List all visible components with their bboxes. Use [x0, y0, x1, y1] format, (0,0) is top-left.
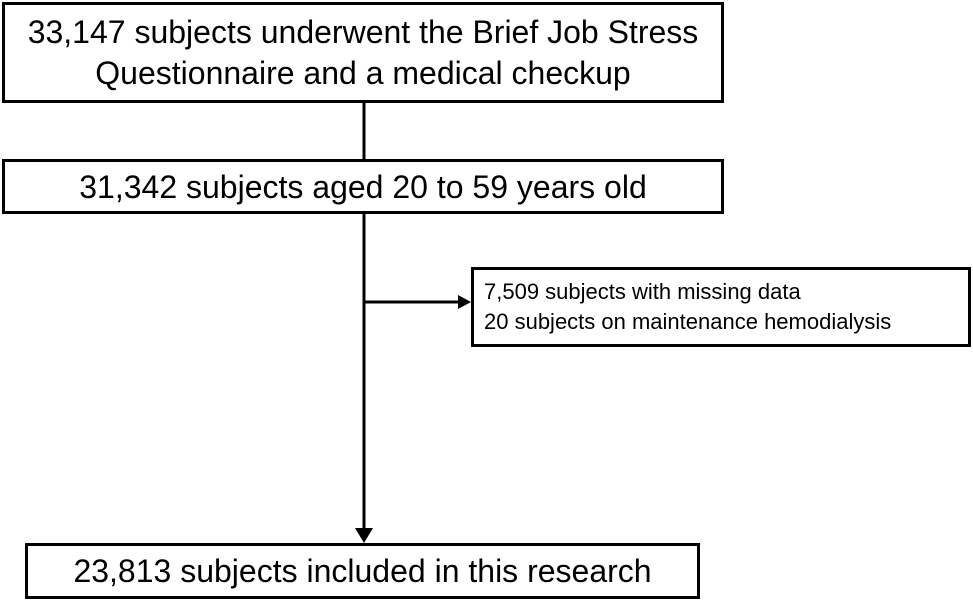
arrow-right-to-excluded-icon: [458, 295, 471, 309]
start-box-line-1: 33,147 subjects underwent the Brief Job …: [27, 13, 699, 50]
start-box-line-2: Questionnaire and a medical checkup: [95, 54, 631, 91]
excluded-box: 7,509 subjects with missing data 20 subj…: [471, 267, 971, 347]
start-box: 33,147 subjects underwent the Brief Job …: [2, 2, 724, 103]
age-filter-box-text: 31,342 subjects aged 20 to 59 years old: [79, 168, 647, 205]
age-filter-box: 31,342 subjects aged 20 to 59 years old: [2, 159, 724, 214]
final-box: 23,813 subjects included in this researc…: [25, 543, 700, 599]
excluded-box-line-1: 7,509 subjects with missing data: [484, 279, 801, 304]
arrow-down-to-final-icon: [355, 528, 373, 543]
final-box-text: 23,813 subjects included in this researc…: [73, 553, 652, 589]
excluded-box-line-2: 20 subjects on maintenance hemodialysis: [484, 309, 892, 334]
